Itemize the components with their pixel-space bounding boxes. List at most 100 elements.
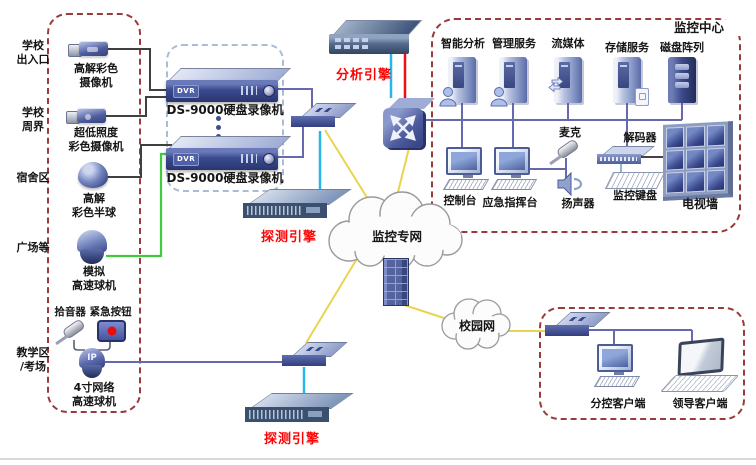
camera-2-caption: 超低照度 彩色摄像机 xyxy=(56,126,136,154)
command-label-text: 应急指挥台 xyxy=(482,196,538,209)
tower-panel xyxy=(559,62,570,88)
keyboard-label-text: 监控键盘 xyxy=(613,189,657,202)
speaker-label-text: 扬声器 xyxy=(561,197,595,210)
dome-cap xyxy=(80,249,104,264)
disk-array-tower xyxy=(668,57,696,103)
caption-line: 超低照度 xyxy=(74,126,118,139)
command-label: 应急指挥台 xyxy=(478,196,542,210)
camera-1-caption: 高解彩色 摄像机 xyxy=(60,62,132,90)
client-label-text: 领导客户端 xyxy=(672,397,728,410)
server-tower-analysis xyxy=(439,57,476,107)
zone-label-line: /考场 xyxy=(19,359,47,373)
zone-label-line: 周界 xyxy=(22,119,44,133)
storage-card-icon xyxy=(635,88,649,106)
dvr-1: DVR xyxy=(166,68,291,104)
console-label-text: 控制台 xyxy=(443,194,477,207)
box-camera-1 xyxy=(68,40,110,58)
cameras-group-box xyxy=(47,13,141,413)
monitor-icon xyxy=(494,147,530,175)
console-label: 控制台 xyxy=(434,194,486,208)
monitor-icon xyxy=(446,147,482,175)
camera-mark xyxy=(87,47,98,52)
cloud-label-text: 校园网 xyxy=(458,319,495,333)
person-icon xyxy=(439,87,457,107)
server-label-diskarray: 磁盘阵列 xyxy=(656,41,708,55)
router xyxy=(383,96,435,150)
sub-control-computer xyxy=(593,344,641,387)
server-label-management: 管理服务 xyxy=(487,37,541,51)
tower-slot xyxy=(455,65,462,67)
leader-laptop xyxy=(658,337,740,394)
monitor-stand xyxy=(511,175,521,178)
detect-engine-device-bottom xyxy=(245,393,354,429)
caption-line: 高解彩色 xyxy=(74,62,118,75)
dvr-1-label: DS-9000硬盘录像机 xyxy=(152,103,298,118)
person-icon xyxy=(490,87,508,107)
detect-engine-device-top xyxy=(243,189,352,225)
caption-line: 4寸网络 xyxy=(73,381,115,394)
emergency-button-icon xyxy=(97,320,126,342)
dvr-ports xyxy=(241,86,257,95)
monitor-stand xyxy=(614,372,624,375)
server-label-streaming: 流媒体 xyxy=(542,37,594,51)
zone-label-line: 教学区 xyxy=(16,346,50,359)
dome-top xyxy=(79,348,105,368)
laptop-screen xyxy=(677,337,725,377)
page-bottom-divider xyxy=(0,458,756,460)
leader-label: 领导客户端 xyxy=(660,397,740,411)
caption-line: 摄像机 xyxy=(79,75,113,89)
monitor-center-box xyxy=(431,18,741,233)
switch-3 xyxy=(545,312,611,344)
cloud-private-label: 监控专网 xyxy=(350,229,444,245)
camera-feed-lines xyxy=(103,48,172,178)
switch-1 xyxy=(291,103,357,135)
cloud-private-network xyxy=(328,191,463,270)
mic-stem xyxy=(55,334,69,345)
command-computer xyxy=(490,147,538,190)
detect-engine-label-top: 探测引擎 xyxy=(249,230,329,246)
monitor-stand xyxy=(463,175,473,178)
control-keyboard-icon xyxy=(604,172,666,189)
mic-stem xyxy=(549,154,563,165)
tower-panel xyxy=(504,62,515,88)
server-label-text: 磁盘阵列 xyxy=(660,41,704,54)
dvr-knob xyxy=(263,85,275,97)
box-camera-2 xyxy=(66,107,108,125)
dvr-2-label: DS-9000硬盘录像机 xyxy=(152,171,298,186)
monitor-center-title: 监控中心 xyxy=(656,20,742,36)
server-tower-storage xyxy=(613,57,649,106)
server-label-text: 流媒体 xyxy=(551,37,585,50)
analysis-engine-device xyxy=(329,20,423,62)
engine-label-text: 探测引擎 xyxy=(263,432,320,447)
speaker-label: 扬声器 xyxy=(554,197,602,211)
engine-label-text: 探测引擎 xyxy=(260,230,317,245)
tv-wall-label-text: 电视墙 xyxy=(681,197,718,211)
cloud-campus-label: 校园网 xyxy=(451,319,503,334)
zone-label-plaza: 广场等 xyxy=(10,241,56,255)
decoder-label-text: 解码器 xyxy=(623,131,657,144)
server-label-text: 存储服务 xyxy=(605,41,649,54)
nvr-modules xyxy=(335,45,369,49)
sensor-connector-lines xyxy=(73,339,111,351)
nvr-modules xyxy=(335,38,369,42)
dome-top xyxy=(77,230,107,252)
server-tower-streaming xyxy=(548,57,582,103)
zone-label-school-entrance: 学校 出入口 xyxy=(10,39,56,67)
tower-slot xyxy=(561,65,568,67)
zone-label-line: 宿舍区 xyxy=(16,171,50,184)
zone-label-line: 学校 xyxy=(22,106,44,119)
decoder-label: 解码器 xyxy=(616,131,664,145)
speaker-icon xyxy=(557,171,582,197)
caption-line: 高解 xyxy=(83,192,105,205)
decoder-device xyxy=(597,146,655,166)
dvr-ports xyxy=(241,154,257,163)
firewall-device xyxy=(383,258,409,306)
dvr-label-text: DS-9000硬盘录像机 xyxy=(166,103,284,117)
tv-wall-label: 电视墙 xyxy=(674,197,726,212)
dvr-badge: DVR xyxy=(173,153,200,166)
rack-front xyxy=(245,407,329,422)
zone-label-line: 学校 xyxy=(22,39,44,52)
server-label-text: 管理服务 xyxy=(492,37,536,50)
cloud-campus-network xyxy=(441,298,511,350)
